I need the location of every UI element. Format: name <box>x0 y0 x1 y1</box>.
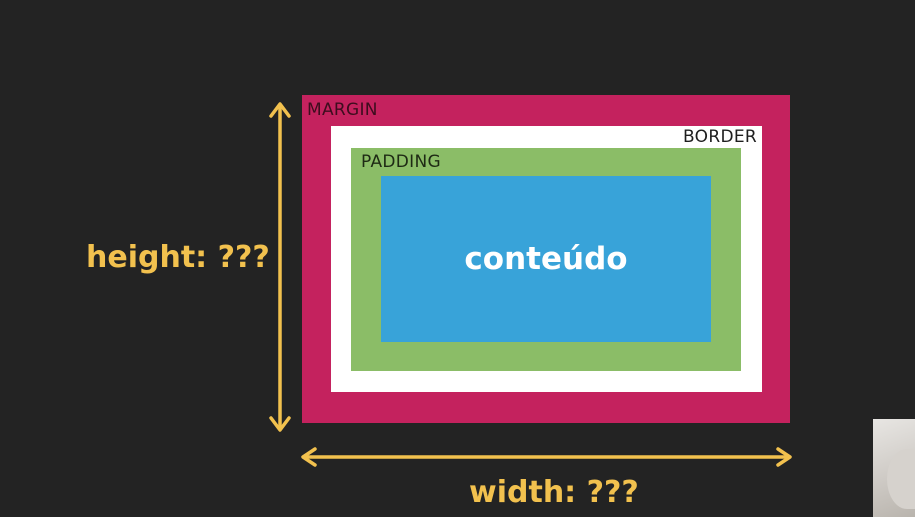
height-label: height: ??? <box>86 240 270 275</box>
presenter-webcam-thumbnail <box>873 419 915 517</box>
width-arrow-icon <box>301 447 792 467</box>
padding-label: PADDING <box>361 152 441 172</box>
content-label: conteúdo <box>464 241 628 277</box>
height-arrow-icon <box>269 102 291 432</box>
webcam-figure <box>887 449 915 509</box>
border-label: BORDER <box>682 127 757 147</box>
margin-label: MARGIN <box>307 100 378 120</box>
width-label: width: ??? <box>469 475 639 510</box>
content-area <box>381 176 711 342</box>
